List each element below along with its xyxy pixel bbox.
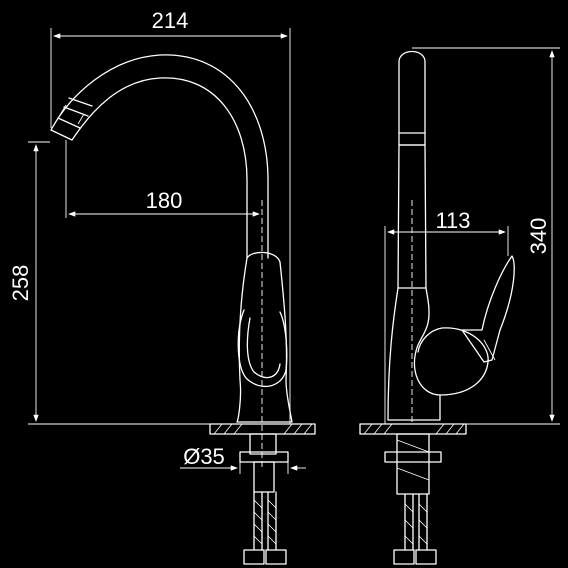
dimension-lines bbox=[28, 28, 560, 474]
front-hoses bbox=[253, 491, 277, 551]
front-aerator bbox=[50, 97, 93, 141]
front-handle bbox=[237, 309, 288, 388]
front-spout bbox=[50, 54, 269, 259]
side-lever bbox=[461, 255, 515, 363]
dim-spout-reach: 214 bbox=[152, 8, 189, 33]
dim-reach-to-center: 180 bbox=[146, 188, 183, 213]
side-cartridge bbox=[417, 327, 489, 396]
dim-total-height: 340 bbox=[526, 218, 551, 255]
side-aerator bbox=[398, 132, 426, 146]
side-body bbox=[387, 287, 441, 421]
dim-side-depth: 113 bbox=[435, 208, 470, 233]
front-view bbox=[50, 54, 316, 565]
side-spout bbox=[398, 50, 426, 146]
side-view bbox=[359, 50, 515, 565]
front-body bbox=[236, 251, 293, 423]
dim-spout-height: 258 bbox=[8, 265, 33, 302]
dim-base-diameter: Ø35 bbox=[183, 444, 225, 469]
front-counter bbox=[209, 423, 316, 435]
